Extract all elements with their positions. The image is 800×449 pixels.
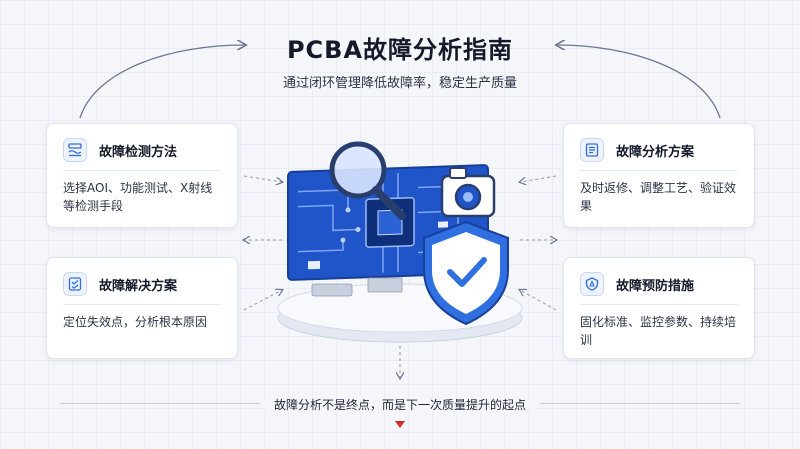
arc-right bbox=[557, 45, 721, 119]
card-body: 定位失效点，分析根本原因 bbox=[63, 315, 208, 329]
arc-left bbox=[79, 45, 245, 119]
divider bbox=[63, 304, 221, 305]
wave-list-icon bbox=[63, 138, 87, 162]
footer-rule-left bbox=[60, 403, 260, 404]
magnifier-icon bbox=[329, 141, 406, 220]
check-list-icon bbox=[63, 272, 87, 296]
divider bbox=[580, 170, 738, 171]
card-body: 选择AOI、功能测试、X射线等检测手段 bbox=[63, 181, 213, 213]
divider bbox=[580, 304, 738, 305]
page-subtitle: 通过闭环管理降低故障率，稳定生产质量 bbox=[282, 76, 517, 91]
header: PCBA故障分析指南 bbox=[0, 30, 800, 65]
card-body: 及时返修、调整工艺、验证效果 bbox=[580, 181, 737, 213]
footer-text: 故障分析不是终点，而是下一次质量提升的起点 bbox=[263, 398, 536, 412]
card-prevention: 故障预防措施 固化标准、监控参数、持续培训 bbox=[563, 257, 755, 359]
shield-check-icon bbox=[423, 220, 509, 326]
document-icon bbox=[580, 138, 604, 162]
camera-icon bbox=[440, 167, 496, 218]
card-title: 故障解决方案 bbox=[99, 278, 178, 294]
card-title: 故障分析方案 bbox=[616, 144, 695, 160]
shield-alert-icon bbox=[580, 272, 604, 296]
card-analysis: 故障分析方案 及时返修、调整工艺、验证效果 bbox=[563, 123, 755, 228]
card-title: 故障预防措施 bbox=[616, 278, 695, 294]
card-solution: 故障解决方案 定位失效点，分析根本原因 bbox=[46, 257, 238, 359]
divider bbox=[63, 170, 221, 171]
down-arrow-icon bbox=[395, 421, 405, 428]
footer-rule-right bbox=[540, 403, 740, 404]
footer-caption: 故障分析不是终点，而是下一次质量提升的起点 bbox=[0, 396, 800, 413]
page-title: PCBA故障分析指南 bbox=[286, 36, 514, 64]
card-detection-method: 故障检测方法 选择AOI、功能测试、X射线等检测手段 bbox=[46, 123, 238, 228]
card-title: 故障检测方法 bbox=[99, 144, 178, 160]
card-body: 固化标准、监控参数、持续培训 bbox=[580, 315, 737, 347]
